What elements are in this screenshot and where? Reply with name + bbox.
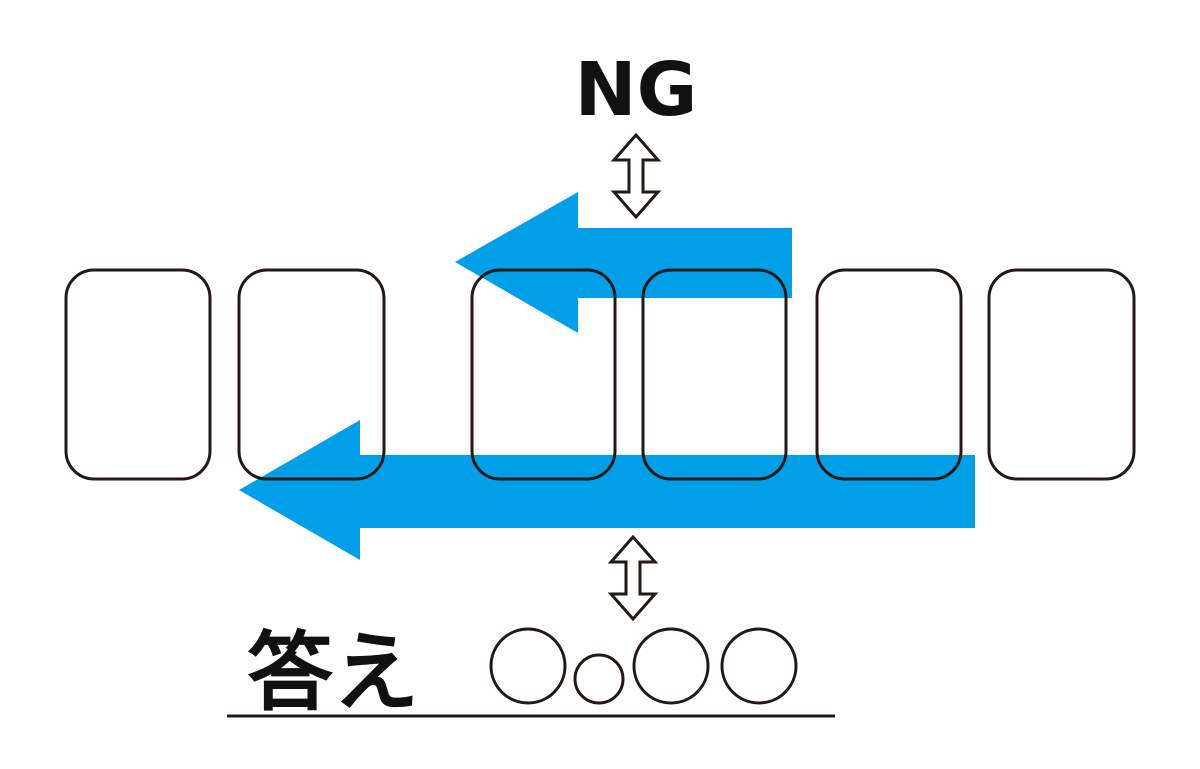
long-left-arrow xyxy=(239,420,975,560)
card-6 xyxy=(987,268,1136,481)
answer-circles xyxy=(489,627,798,705)
answer-label: 答え xyxy=(247,623,419,723)
cards-row xyxy=(64,268,1136,481)
card-3 xyxy=(470,268,617,481)
answer-circle-3 xyxy=(632,627,710,705)
card-5 xyxy=(815,268,963,481)
up-down-double-arrow-icon xyxy=(607,534,659,622)
answer-circle-2 xyxy=(573,653,625,705)
arrows-layer xyxy=(239,192,975,560)
short-left-arrow xyxy=(455,192,792,333)
card-1 xyxy=(64,268,212,481)
answer-circle-1 xyxy=(489,627,567,705)
ng-label: NG xyxy=(575,47,698,133)
answer-circle-4 xyxy=(720,627,798,705)
up-down-double-arrow-icon xyxy=(610,132,662,220)
card-4 xyxy=(641,268,788,481)
card-2 xyxy=(237,268,386,481)
